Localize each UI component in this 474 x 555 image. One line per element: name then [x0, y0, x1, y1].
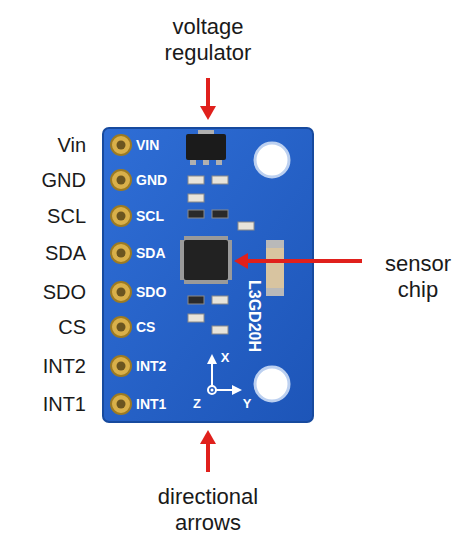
- pin-name: SDA: [45, 241, 86, 265]
- silkscreen-pin-label: GND: [136, 172, 167, 189]
- chip-marking: L3GD20H: [244, 280, 263, 352]
- pin-name: CS: [58, 315, 86, 339]
- axis-label: X: [221, 350, 230, 366]
- silkscreen-pin-label: CS: [136, 319, 155, 336]
- silkscreen-pin-label: SDA: [136, 245, 166, 262]
- silkscreen-pin-label: INT1: [136, 396, 166, 413]
- regulator-chip: [186, 130, 226, 165]
- mounting-hole: [255, 367, 289, 401]
- mounting-hole: [255, 143, 289, 177]
- sensor-chip: [180, 236, 232, 284]
- pin-name: Vin: [57, 133, 86, 157]
- axis-label: Z: [193, 396, 201, 412]
- pin-name: INT2: [43, 354, 86, 378]
- pin-name: SDO: [43, 280, 86, 304]
- silkscreen-pin-label: SDO: [136, 284, 166, 301]
- callout-label: sensor chip: [368, 251, 468, 304]
- callout-label: voltage regulator: [143, 14, 273, 67]
- silkscreen-pin-label: VIN: [136, 137, 159, 154]
- pin-name: GND: [42, 168, 86, 192]
- silkscreen-pin-label: INT2: [136, 358, 166, 375]
- axis-label: Y: [243, 396, 252, 412]
- callout-label: directional arrows: [133, 484, 283, 537]
- capacitor: [266, 240, 284, 296]
- pin-name: INT1: [43, 392, 86, 416]
- pin-name: SCL: [47, 204, 86, 228]
- silkscreen-pin-label: SCL: [136, 208, 164, 225]
- callout-arrows: [200, 78, 362, 472]
- header-pins: [111, 135, 131, 414]
- circuit-board: [103, 128, 313, 422]
